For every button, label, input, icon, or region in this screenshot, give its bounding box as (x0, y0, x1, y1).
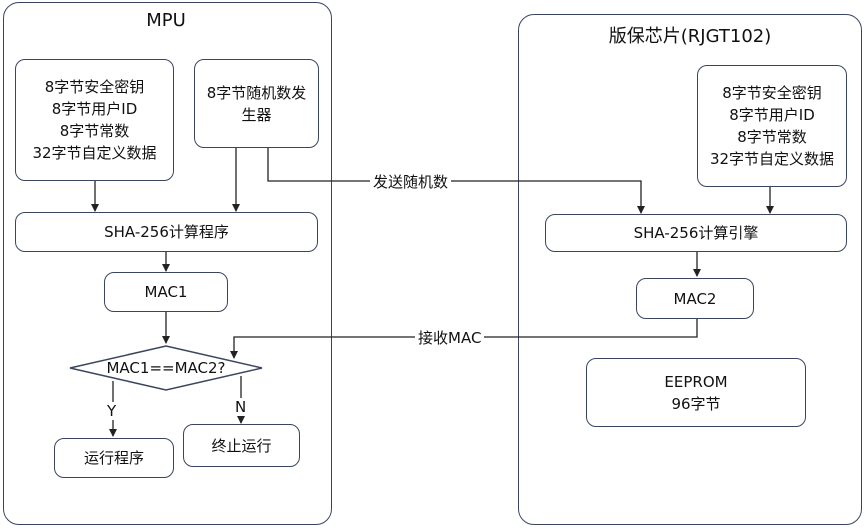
stop-run-label: 终止运行 (211, 436, 272, 455)
eeprom-line: EEPROM (664, 372, 728, 391)
mpu-key-line: 8字节常数 (59, 122, 130, 140)
mpu-sha-box: SHA-256计算程序 (15, 212, 318, 252)
link-send-random (267, 148, 645, 214)
mpu-panel (3, 2, 332, 525)
mpu-key-data-box: 8字节安全密钥 8字节用户ID 8字节常数 32字节自定义数据 (15, 59, 174, 181)
no-label: N (235, 398, 247, 416)
run-program-label: 运行程序 (83, 449, 144, 467)
chip-title: 版保芯片(RJGT102) (608, 26, 772, 47)
mac2-box: MAC2 (636, 278, 754, 319)
receive-mac-label: 接收MAC (415, 327, 485, 348)
chip-sha-label: SHA-256计算引擎 (633, 224, 759, 242)
mac1-box: MAC1 (104, 272, 228, 312)
mpu-key-line: 32字节自定义数据 (32, 144, 157, 162)
compare-diamond (69, 345, 263, 391)
chip-sha-box: SHA-256计算引擎 (545, 214, 847, 252)
compare-label: MAC1==MAC2? (106, 359, 226, 377)
mpu-key-line: 8字节安全密钥 (44, 78, 145, 96)
send-random-label: 发送随机数 (370, 171, 452, 192)
chip-key-line: 8字节用户ID (729, 106, 815, 124)
chip-key-line: 8字节安全密钥 (722, 84, 822, 102)
rng-line: 生器 (241, 105, 272, 124)
rng-line: 8字节随机数发 (206, 83, 307, 102)
random-generator-box: 8字节随机数发 生器 (194, 59, 319, 148)
chip-key-data-box: 8字节安全密钥 8字节用户ID 8字节常数 32字节自定义数据 (697, 65, 847, 187)
mpu-sha-label: SHA-256计算程序 (104, 223, 229, 241)
stop-run-box: 终止运行 (183, 424, 300, 467)
mpu-title: MPU (146, 10, 186, 31)
yes-label: Y (107, 402, 117, 420)
eeprom-line: 96字节 (671, 394, 721, 413)
mpu-key-line: 8字节用户ID (51, 100, 138, 118)
eeprom-box: EEPROM 96字节 (586, 358, 806, 427)
chip-panel (518, 14, 862, 525)
chip-key-line: 32字节自定义数据 (709, 150, 835, 168)
mac2-label: MAC2 (673, 289, 717, 308)
mac1-label: MAC1 (144, 283, 188, 301)
run-program-box: 运行程序 (54, 438, 174, 478)
chip-key-line: 8字节常数 (737, 128, 807, 146)
